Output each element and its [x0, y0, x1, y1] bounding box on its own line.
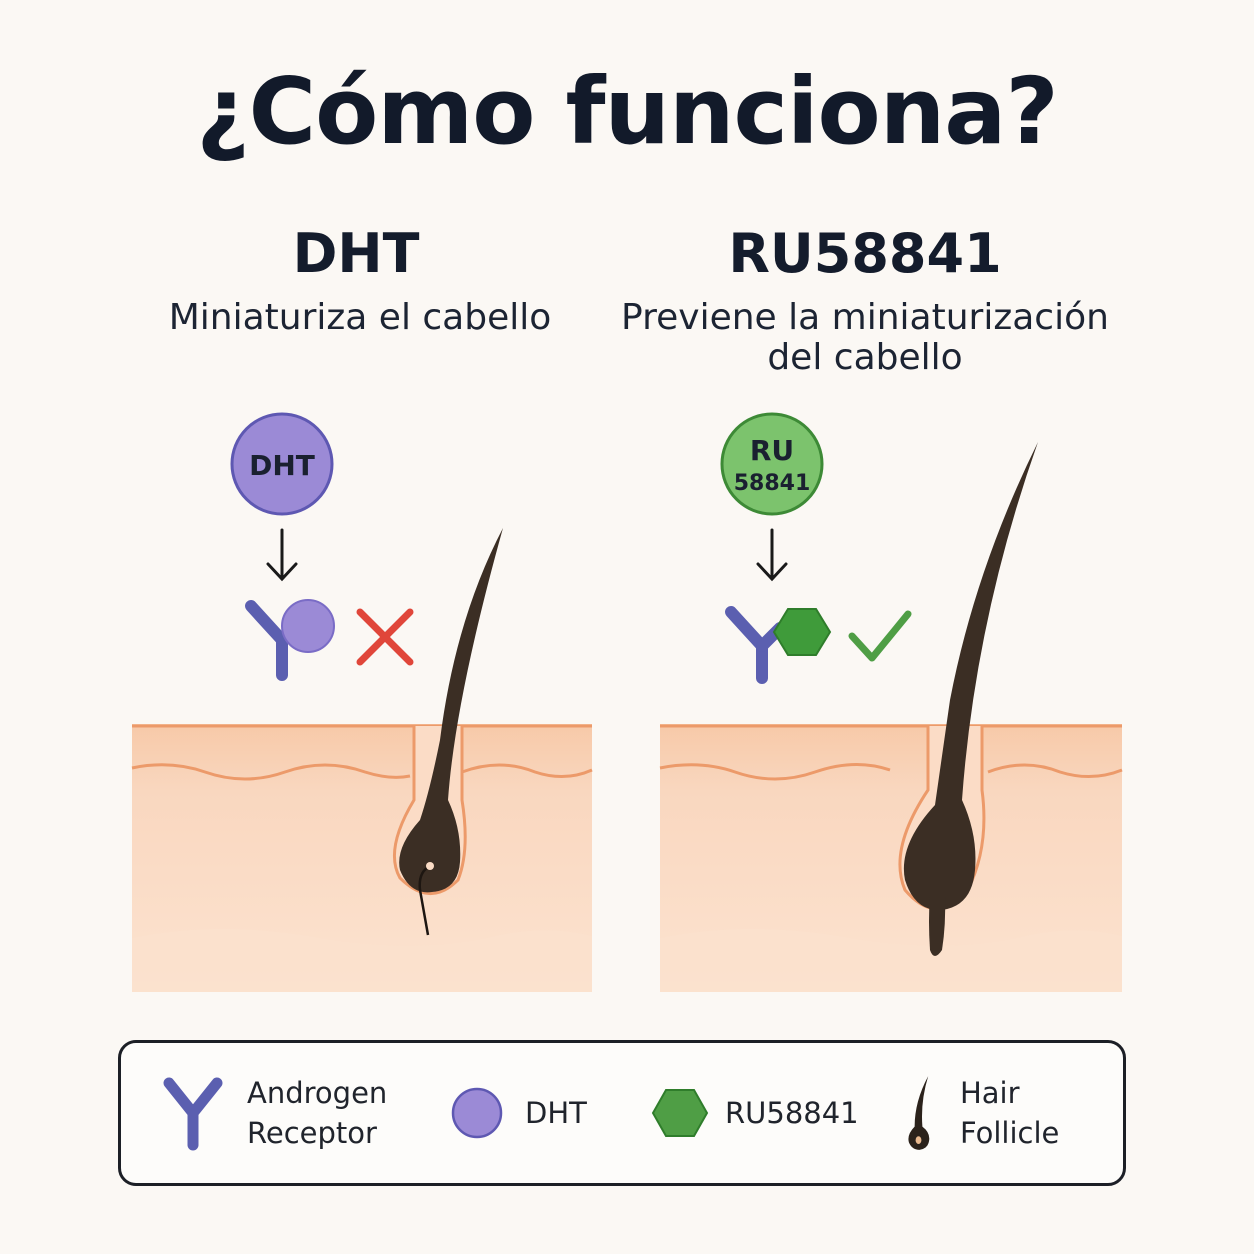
x-mark-icon: [356, 608, 414, 666]
legend-item-follicle: Hair Follicle: [903, 1043, 1123, 1183]
ru-bound-icon: [772, 608, 832, 656]
legend-follicle-label: Hair Follicle: [959, 1076, 1060, 1150]
legend-box: Androgen Receptor DHT RU58841 Hair Folli…: [118, 1040, 1126, 1186]
legend-item-ru: RU58841: [651, 1043, 859, 1183]
dht-circle-icon: [451, 1087, 503, 1139]
dht-bound-icon: [281, 599, 335, 653]
ru-panel-diagram: RU 58841: [659, 412, 1123, 992]
legend-ru-label: RU58841: [725, 1096, 859, 1130]
legend-item-dht: DHT: [449, 1043, 587, 1183]
ru-panel-title: RU58841: [728, 222, 1002, 285]
ru-hexagon-icon: [651, 1089, 709, 1137]
hair-follicle-icon: [399, 528, 503, 936]
ru-subtitle-line2: del cabello: [767, 337, 963, 378]
page-title: ¿Cómo funciona?: [196, 58, 1058, 165]
dht-molecule-icon: DHT: [230, 412, 334, 516]
legend-receptor-line1: Androgen: [247, 1076, 388, 1110]
androgen-receptor-icon: [725, 606, 786, 684]
legend-dht-label: DHT: [525, 1096, 587, 1130]
diagram-scene: DHT: [131, 412, 1123, 992]
hair-follicle-icon: [908, 1076, 930, 1150]
ru-panel-subtitle: Previene la miniaturización del cabello: [600, 298, 1130, 378]
dht-panel-diagram: DHT: [131, 412, 593, 992]
androgen-receptor-icon: [163, 1077, 223, 1151]
legend-item-receptor: Androgen Receptor: [161, 1043, 387, 1183]
hair-follicle-icon: [903, 442, 1038, 956]
dht-panel-title: DHT: [292, 222, 420, 285]
skin-cross-section-left: [131, 724, 593, 992]
dht-molecule-label: DHT: [249, 449, 315, 482]
ru-subtitle-line1: Previene la miniaturización: [621, 297, 1109, 338]
dht-panel-subtitle: Miniaturiza el cabello: [168, 297, 552, 338]
checkmark-icon: [848, 610, 912, 662]
arrow-down-icon: [756, 528, 788, 582]
arrow-down-icon: [266, 528, 298, 582]
ru-molecule-icon: RU 58841: [720, 412, 824, 516]
ru-molecule-label-line2: 58841: [734, 471, 811, 496]
ru-molecule-label-line1: RU: [750, 434, 794, 467]
skin-cross-section-right: [659, 724, 1123, 992]
legend-receptor-line2: Receptor: [247, 1116, 377, 1150]
